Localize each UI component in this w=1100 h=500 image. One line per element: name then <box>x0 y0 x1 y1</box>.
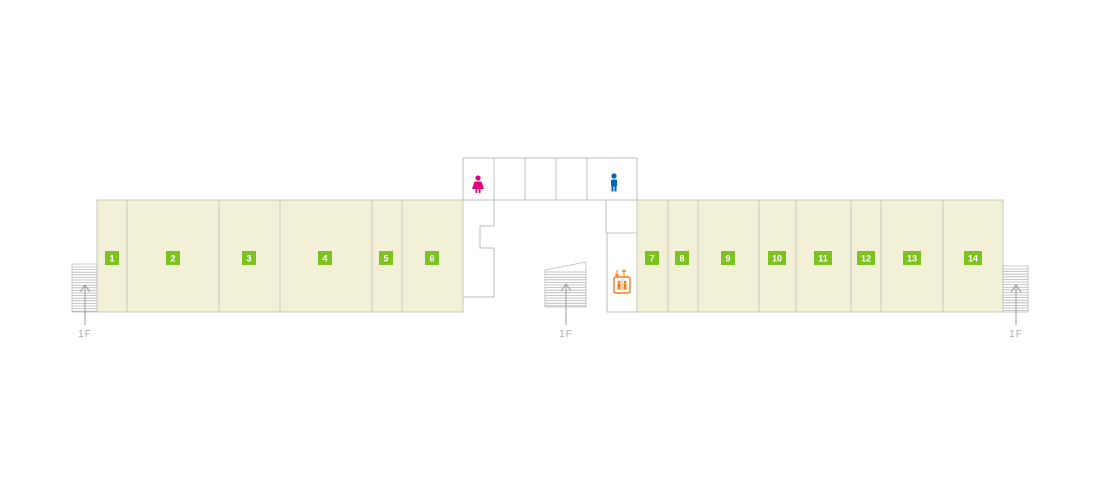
room-badge[interactable]: 12 <box>857 251 875 265</box>
room-badge[interactable]: 3 <box>242 251 256 265</box>
room-badge[interactable]: 11 <box>814 251 832 265</box>
room-number: 1 <box>109 254 114 264</box>
room-badge[interactable]: 7 <box>645 251 659 265</box>
stair-floor-label: 1F <box>1009 329 1023 340</box>
room-number: 3 <box>246 254 251 264</box>
stair-floor-label: 1F <box>78 329 92 340</box>
left-staircase[interactable]: 1F <box>71 263 98 340</box>
core-left-wing <box>462 199 495 298</box>
room-number: 7 <box>649 254 654 264</box>
room-number: 4 <box>322 254 327 264</box>
right-staircase[interactable]: 1F <box>1002 265 1029 340</box>
female-restroom-icon <box>472 175 484 193</box>
room-number: 10 <box>772 254 782 264</box>
room-badge[interactable]: 13 <box>903 251 921 265</box>
left-wing <box>96 199 464 313</box>
stair-floor-label: 1F <box>559 329 573 340</box>
core-top-block <box>462 157 638 201</box>
room-badge[interactable]: 9 <box>721 251 735 265</box>
room-badge[interactable]: 8 <box>675 251 689 265</box>
room-badge[interactable]: 2 <box>166 251 180 265</box>
room-badge[interactable]: 5 <box>379 251 393 265</box>
elevator-icon <box>613 269 631 294</box>
room-badges: 1 2 3 4 5 6 7 8 9 10 11 12 13 14 <box>105 251 982 265</box>
male-restroom-icon <box>611 173 617 192</box>
room-number: 8 <box>679 254 684 264</box>
room-number: 14 <box>968 254 978 264</box>
room-number: 13 <box>907 254 917 264</box>
room-number: 2 <box>170 254 175 264</box>
center-staircase[interactable]: 1F <box>544 261 587 340</box>
room-badge[interactable]: 1 <box>105 251 119 265</box>
core-right-wing <box>605 199 638 313</box>
room-10[interactable] <box>758 199 797 313</box>
room-number: 11 <box>818 254 828 264</box>
room-number: 12 <box>861 254 871 264</box>
room-number: 6 <box>429 254 434 264</box>
room-badge[interactable]: 10 <box>768 251 786 265</box>
room-badge[interactable]: 6 <box>425 251 439 265</box>
room-number: 9 <box>725 254 730 264</box>
room-badge[interactable]: 4 <box>318 251 332 265</box>
room-number: 5 <box>383 254 388 264</box>
room-badge[interactable]: 14 <box>964 251 982 265</box>
